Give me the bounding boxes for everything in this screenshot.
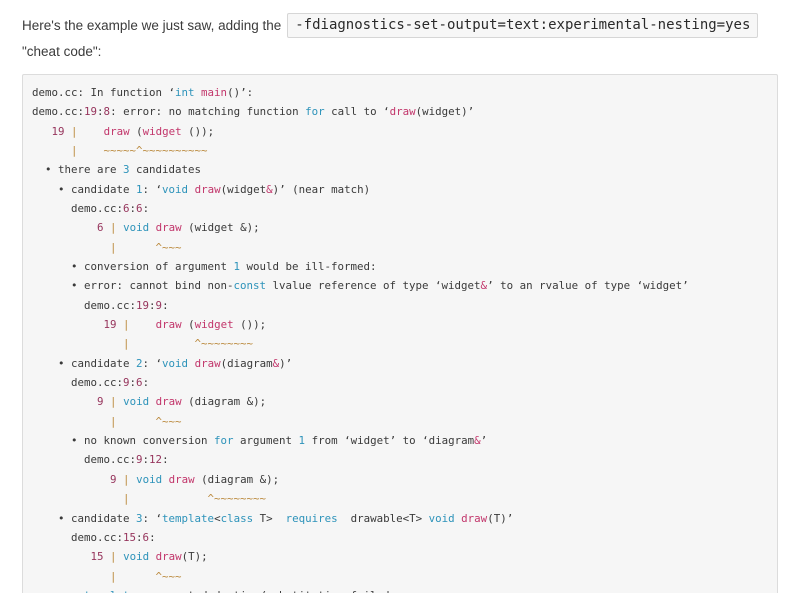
- code-line: 19 | draw (widget ());: [103, 318, 267, 332]
- code-line: demo.cc:19:9:: [32, 298, 169, 312]
- intro-cheat-code-text: "cheat code":: [22, 43, 102, 59]
- diagnostic-code-block: demo.cc: In function ‘int main()’: demo.c…: [22, 73, 778, 593]
- inline-code-flag: -fdiagnostics-set-output=text:experiment…: [287, 12, 759, 38]
- code-line: • conversion of argument 1 would be ill-…: [32, 260, 377, 274]
- code-line: | ^~~~~~~~~: [123, 492, 267, 506]
- code-line: • error: cannot bind non-const lvalue re…: [32, 279, 689, 293]
- code-line: demo.cc:9:6:: [32, 376, 150, 390]
- code-line: | ^~~~: [110, 240, 182, 254]
- code-line: • template argument deduction/substituti…: [32, 586, 769, 593]
- code-line: demo.cc:15:6:: [32, 530, 156, 544]
- code-line: | ^~~~: [110, 569, 182, 583]
- code-line: 19 | draw (widget ());: [51, 124, 215, 138]
- code-line: demo.cc: In function ‘int main()’:: [32, 85, 254, 99]
- intro-text-before: Here's the example we just saw, adding t…: [22, 17, 282, 33]
- code-line: demo.cc:9:12:: [32, 453, 169, 467]
- code-line: • no known conversion for argument 1 fro…: [32, 434, 488, 448]
- code-line: 15 | void draw(T);: [90, 550, 208, 564]
- code-line: | ~~~~~^~~~~~~~~~~: [71, 143, 208, 157]
- code-line: • candidate 1: ‘void draw(widget&)’ (nea…: [32, 182, 371, 196]
- code-line: demo.cc:19:8: error: no matching functio…: [32, 105, 475, 119]
- code-line: demo.cc:6:6:: [32, 202, 150, 215]
- diagnostic-output: demo.cc: In function ‘int main()’: demo.c…: [32, 83, 769, 593]
- code-line: 6 | void draw (widget &);: [97, 221, 260, 235]
- code-line: 9 | void draw (diagram &);: [97, 395, 267, 409]
- intro-paragraph: Here's the example we just saw, adding t…: [22, 11, 778, 39]
- code-line: • candidate 2: ‘void draw(diagram&)’: [32, 356, 293, 370]
- code-line: 9 | void draw (diagram &);: [110, 472, 280, 486]
- code-line: | ^~~~~~~~~: [123, 337, 254, 351]
- code-line: • candidate 3: ‘template<class T> requir…: [32, 511, 514, 525]
- code-line: | ^~~~: [110, 414, 182, 428]
- code-line: • there are 3 candidates: [32, 163, 202, 177]
